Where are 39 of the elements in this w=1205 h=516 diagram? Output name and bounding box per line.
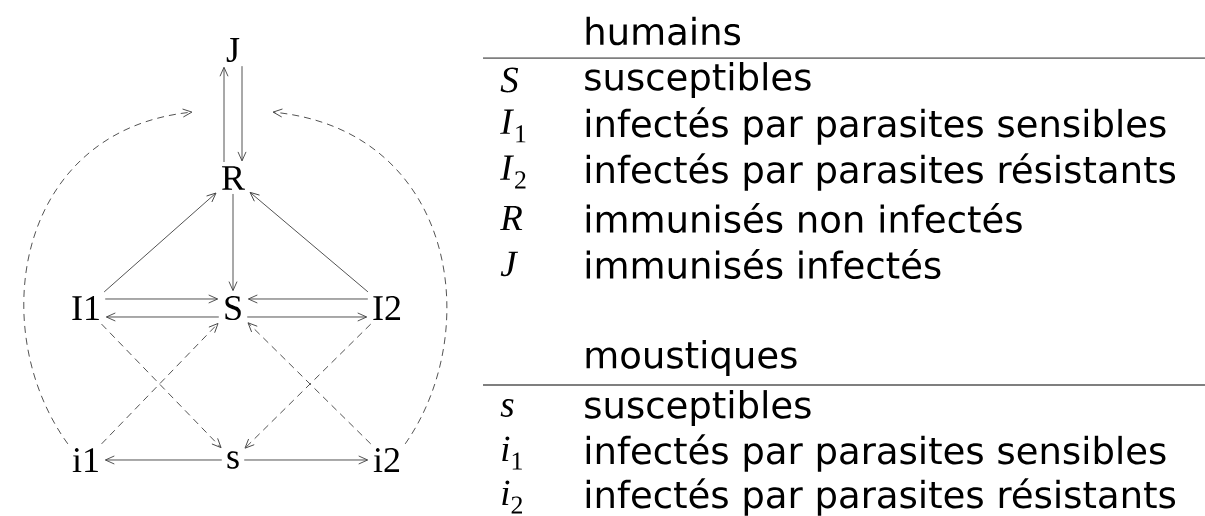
arrow xyxy=(104,294,219,304)
description-cell: immunisés non infectés xyxy=(586,202,1022,234)
arrow xyxy=(103,192,217,293)
state-label: R xyxy=(222,166,245,190)
description-cell: infectés par parasites sensibles xyxy=(586,434,1166,472)
symbol-cell: S xyxy=(500,67,519,93)
description-cell: infectés par parasites sensibles xyxy=(586,107,1166,145)
description-cell: immunisés infectés xyxy=(586,248,941,280)
symbol-cell: I$_{2}$ xyxy=(500,155,526,189)
arrow xyxy=(246,312,368,322)
description-cell: infectés par parasites résistants xyxy=(586,153,1176,191)
arrow xyxy=(104,455,223,465)
arrow xyxy=(105,312,220,322)
arrow xyxy=(247,294,369,304)
dashed-arrow xyxy=(23,108,193,445)
arrow xyxy=(249,191,369,293)
dashed-arrow xyxy=(272,108,448,445)
arrow xyxy=(243,455,369,465)
description-cell: susceptibles xyxy=(585,390,811,426)
state-label: S xyxy=(225,295,241,321)
description-cell: susceptibles xyxy=(585,62,811,98)
symbol-cell: i$_{1}$ xyxy=(502,436,522,470)
description-cell: infectés par parasites résistants xyxy=(586,478,1176,516)
symbol-cell: I$_{1}$ xyxy=(500,109,526,143)
state-label: i1 xyxy=(72,448,98,472)
arrow xyxy=(219,66,229,163)
arrow xyxy=(228,193,238,292)
symbol-cell: R xyxy=(500,205,523,231)
state-label: s xyxy=(227,451,239,469)
symbol-cell: s xyxy=(500,399,514,417)
table-heading: humains xyxy=(586,16,741,46)
state-label: I2 xyxy=(373,296,400,320)
state-label: I1 xyxy=(72,296,99,320)
table-heading: moustiques xyxy=(586,340,797,376)
state-label: J xyxy=(226,38,240,62)
state-label: i2 xyxy=(373,448,400,472)
symbol-cell: i$_{2}$ xyxy=(502,480,522,514)
arrow xyxy=(237,65,247,162)
symbol-cell: J xyxy=(500,251,519,277)
